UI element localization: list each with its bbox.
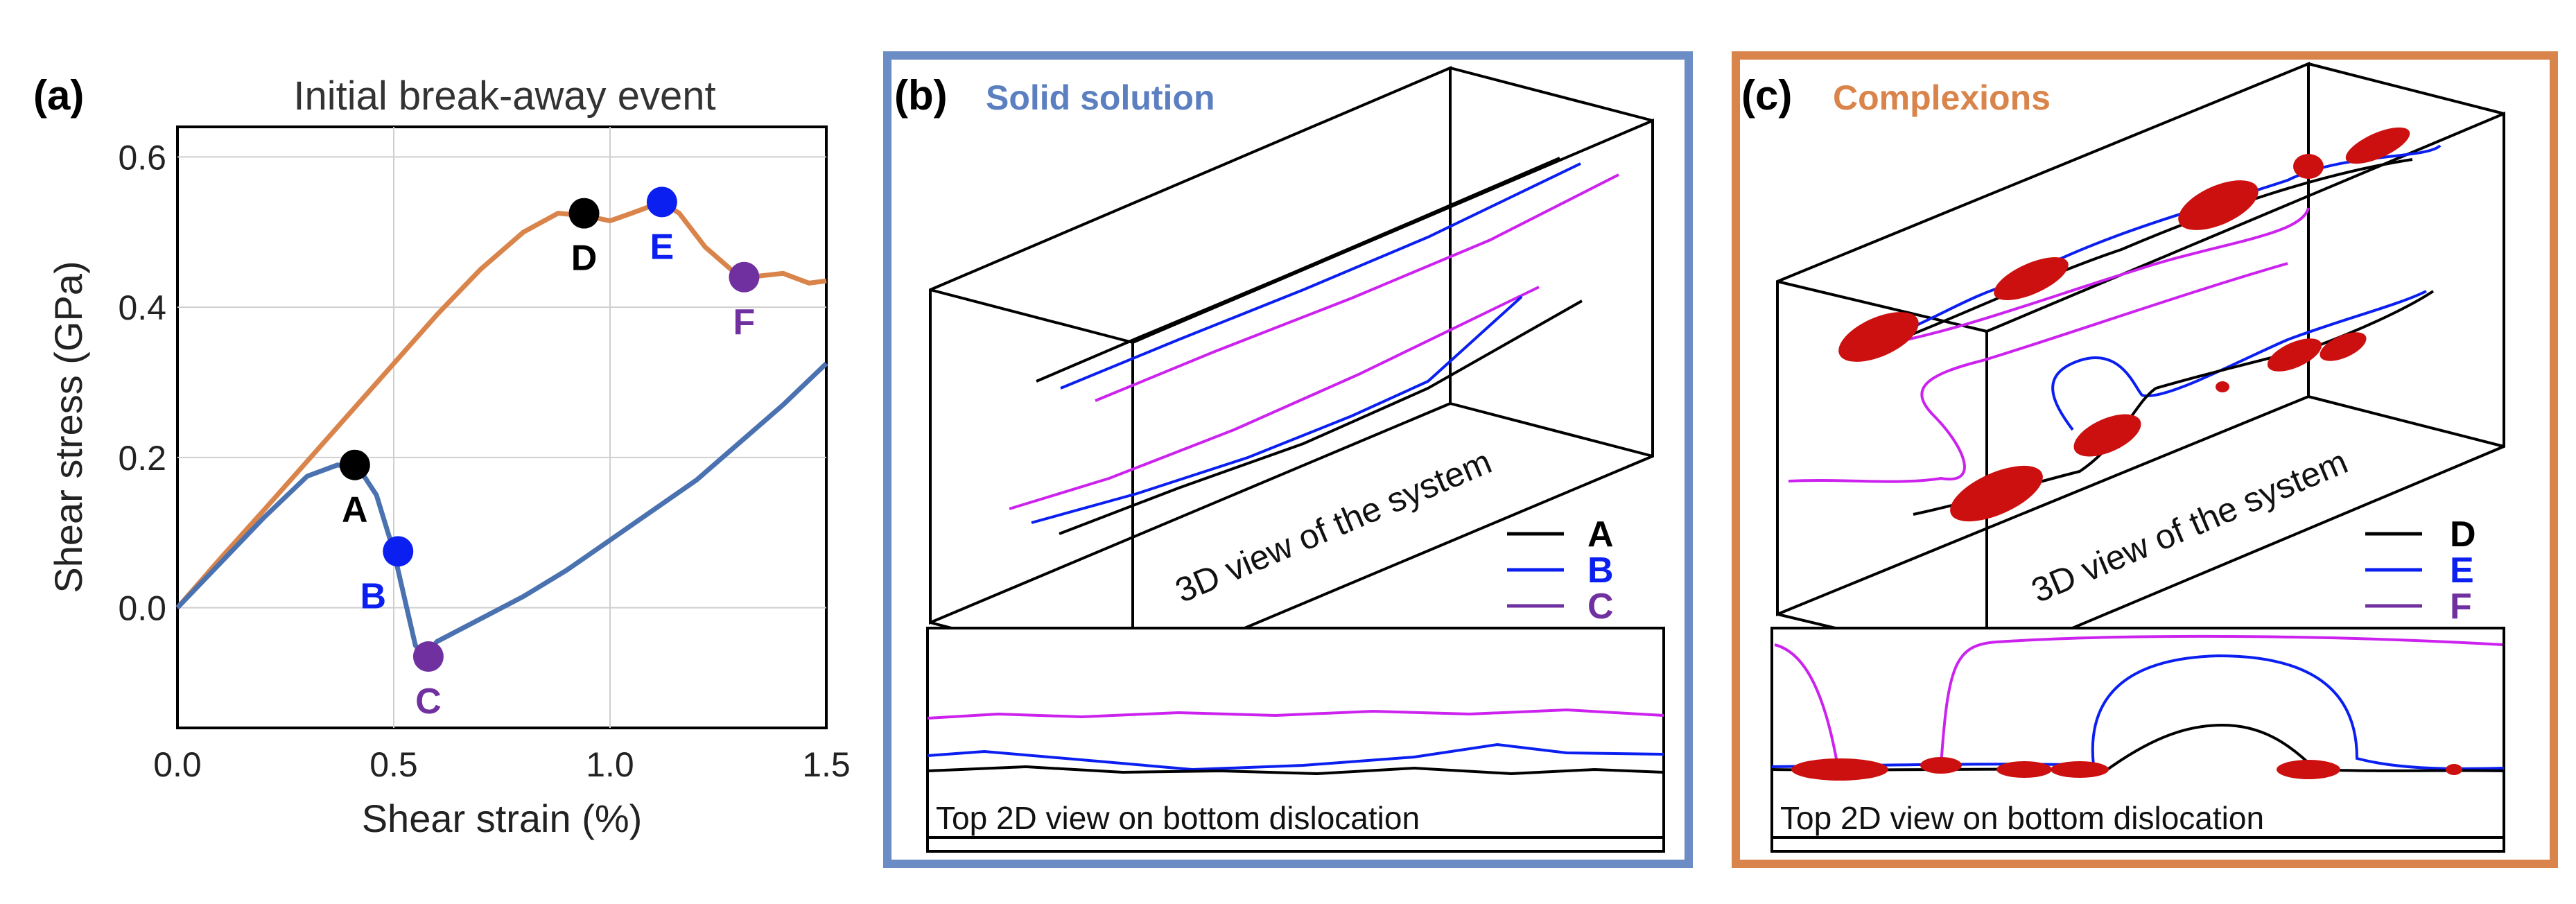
view2d-line-f (1774, 634, 2503, 766)
view2d-line-b (927, 742, 1664, 772)
chart-title: Initial break-away event (293, 73, 715, 119)
dislocation-c-bottom (1009, 286, 1540, 510)
view2d-line-e (1771, 654, 2505, 770)
panel-c-3d-caption: 3D view of the system (2026, 442, 2353, 610)
data-markers: A B C D E F (339, 186, 760, 722)
x-tick-label: 0.5 (369, 745, 418, 784)
panel-b-2d-view: Top 2D view on bottom dislocation (926, 627, 1665, 853)
panel-c-frame (1732, 51, 2558, 868)
y-tick-labels: 0.0 0.2 0.4 0.6 (118, 138, 166, 627)
dislocation-b-bottom (1031, 295, 1523, 524)
x-tick-label: 1.5 (802, 745, 851, 784)
legend-label-e: E (2450, 550, 2474, 591)
panel-c: (c) Complexions (1732, 51, 2558, 868)
panel-c-legend: D E F (2365, 514, 2476, 627)
legend-label-f: F (2450, 586, 2472, 627)
dislocation-e-mid (2051, 290, 2427, 431)
box-3d-wireframe-c (1776, 62, 2505, 667)
marker-f (729, 261, 760, 293)
panel-c-2d-caption: Top 2D view on bottom dislocation (1780, 800, 2264, 836)
x-tick-label: 1.0 (586, 745, 634, 784)
y-tick-label: 0.2 (118, 439, 166, 478)
legend-label-a: A (1587, 514, 1614, 555)
marker-d (568, 198, 600, 229)
panel-b-subtitle: Solid solution (986, 78, 1215, 117)
x-tick-labels: 0.0 0.5 1.0 1.5 (153, 745, 851, 784)
view2d-line-a (927, 765, 1664, 776)
panel-a-label: (a) (33, 72, 84, 119)
marker-label-b: B (360, 576, 386, 616)
y-tick-label: 0.0 (118, 589, 166, 628)
dislocation-d-top (1864, 158, 2413, 354)
marker-e (646, 186, 677, 218)
marker-label-f: F (733, 302, 756, 342)
panel-b: (b) Solid solution 3D view of the system… (883, 51, 1693, 868)
complexion-clusters (1838, 127, 2410, 522)
marker-label-c: C (415, 681, 442, 722)
panel-b-legend: A B C (1507, 514, 1614, 627)
y-axis-label: Shear stress (GPa) (46, 261, 90, 593)
y-tick-label: 0.4 (118, 288, 166, 327)
dislocation-c-top (1095, 173, 1619, 402)
legend-label-c: C (1587, 586, 1614, 627)
dislocation-lines-3d (1009, 157, 1619, 535)
panel-b-2d-caption: Top 2D view on bottom dislocation (936, 800, 1420, 836)
dislocation-a-bottom (1059, 299, 1583, 535)
marker-label-e: E (650, 227, 675, 267)
view2d-clusters (1791, 757, 2462, 781)
x-tick-label: 0.0 (153, 745, 202, 784)
legend-label-d: D (2450, 514, 2476, 555)
marker-b (383, 536, 414, 567)
marker-c (412, 641, 444, 672)
legend-label-b: B (1587, 550, 1614, 591)
marker-label-a: A (342, 490, 368, 530)
dislocation-f-top (1871, 207, 2310, 348)
dislocation-a-top (1036, 157, 1560, 383)
dislocation-f-mid (1788, 262, 2288, 483)
plot-area: A B C D E F (175, 125, 828, 729)
panel-c-2d-view: Top 2D view on bottom dislocation (1770, 627, 2505, 853)
marker-label-d: D (571, 238, 598, 279)
marker-a (339, 449, 370, 480)
panel-b-frame (883, 51, 1693, 868)
view2d-line-c (927, 708, 1664, 720)
dislocation-b-top (1060, 162, 1581, 390)
y-tick-label: 0.6 (118, 138, 166, 177)
panel-c-label: (c) (1741, 72, 1792, 119)
panel-b-label: (b) (894, 72, 948, 119)
box-3d-wireframe (929, 65, 1654, 678)
panel-c-subtitle: Complexions (1833, 78, 2051, 117)
x-axis-label: Shear strain (%) (362, 797, 643, 840)
plot-frame (176, 125, 828, 729)
